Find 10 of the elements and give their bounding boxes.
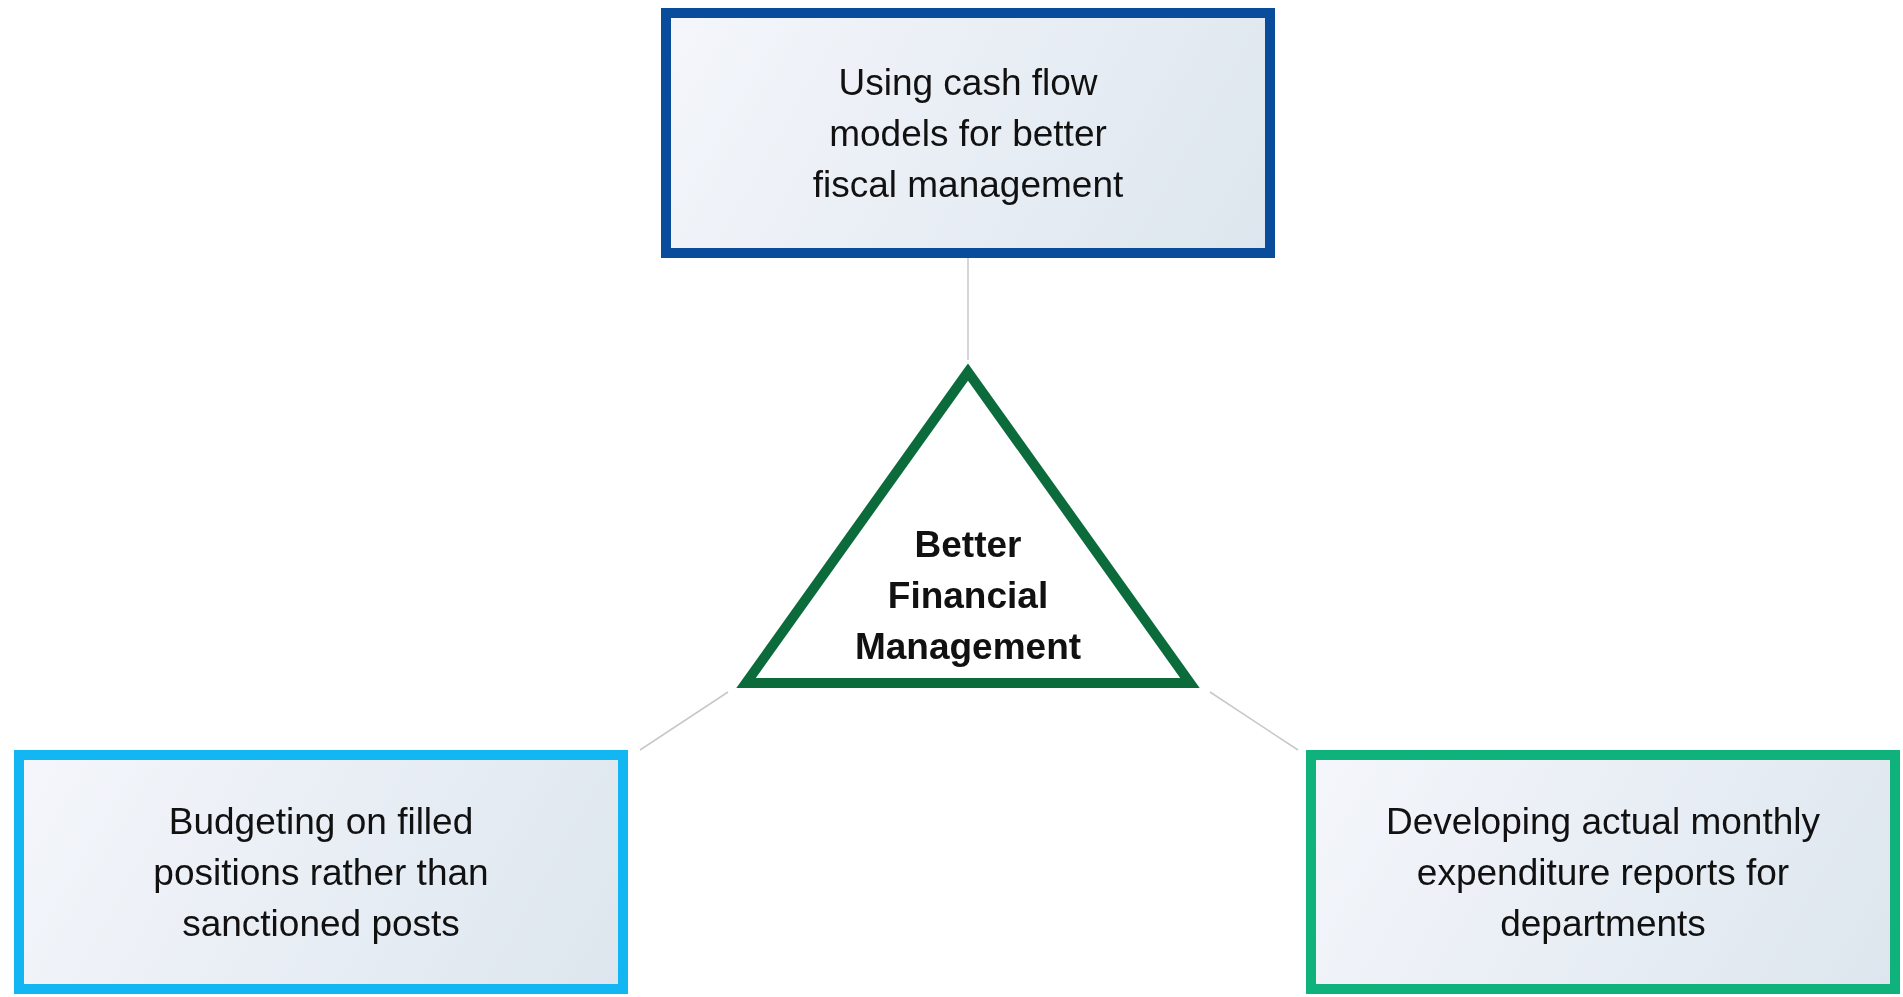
connector-line: [967, 257, 969, 361]
text-box: [1306, 750, 1900, 994]
box-text: Budgeting on filled positions rather than sanctioned posts: [152, 799, 490, 946]
text-box: [661, 8, 1275, 258]
box-text: Using cash flow models for better fiscal management: [811, 60, 1125, 207]
text-box: [14, 750, 628, 994]
connector-line: [1209, 691, 1299, 751]
box-text: Developing actual monthly expenditure reports for departments: [1385, 799, 1821, 946]
center-title: Better Financial Management: [853, 522, 1083, 669]
connector-line: [639, 691, 729, 751]
